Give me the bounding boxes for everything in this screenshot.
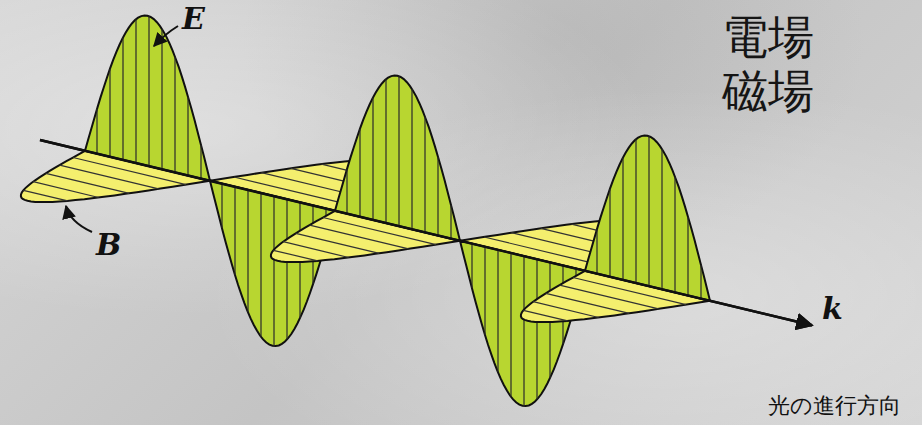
- electric-hatch: [148, 16, 149, 166]
- heading-text: 磁場: [722, 66, 814, 117]
- electric-hatch: [96, 109, 97, 154]
- electric-hatch: [450, 205, 451, 239]
- electric-hatch: [260, 193, 261, 337]
- electric-hatch: [648, 136, 649, 286]
- electric-hatch: [161, 29, 162, 169]
- electric-hatch: [635, 139, 636, 283]
- electric-hatch: [536, 259, 537, 399]
- electric-hatch: [471, 244, 472, 289]
- field-symbol: E: [182, 2, 205, 35]
- electric-hatch: [109, 69, 110, 157]
- electric-hatch: [273, 196, 274, 346]
- electric-hatch: [247, 190, 248, 313]
- wavevector-symbol: k: [822, 292, 843, 325]
- electric-hatch: [411, 89, 412, 229]
- propagation-axis: [40, 140, 812, 325]
- electric-hatch: [437, 157, 438, 236]
- electric-hatch: [674, 177, 675, 293]
- electric-hatch: [510, 253, 511, 397]
- electric-hatch: [622, 158, 623, 280]
- electric-hatch: [187, 97, 188, 176]
- magnetic-hatch: [523, 310, 567, 321]
- magnetic-hatch: [310, 225, 409, 249]
- e-leader-arrow: [154, 26, 178, 46]
- electric-hatch: [234, 187, 235, 275]
- electric-hatch: [359, 129, 360, 217]
- electric-hatch: [135, 19, 136, 163]
- electric-hatch: [200, 145, 201, 179]
- electric-hatch: [609, 189, 610, 277]
- heading-text: 電場: [722, 12, 814, 63]
- magnetic-hatch: [60, 165, 159, 189]
- electric-hatch: [385, 79, 386, 223]
- electric-hatch: [484, 247, 485, 335]
- magnetic-hatch: [46, 173, 129, 193]
- electric-hatch: [523, 256, 524, 406]
- electric-hatch: [424, 117, 425, 233]
- electric-hatch: [221, 184, 222, 229]
- magnetic-hatch: [296, 233, 379, 253]
- electric-hatch: [372, 98, 373, 220]
- magnetic-hatch: [273, 250, 317, 260]
- magnetic-hatch: [546, 293, 629, 313]
- electric-hatch: [398, 76, 399, 226]
- electric-hatch: [596, 229, 597, 274]
- magnetic-hatch: [23, 190, 67, 201]
- electric-hatch: [122, 38, 123, 160]
- electric-hatch: [174, 57, 175, 173]
- electric-hatch: [346, 169, 347, 214]
- electric-hatch: [700, 265, 701, 299]
- b-leader-arrow: [66, 206, 92, 232]
- electric-hatch: [661, 149, 662, 289]
- electric-hatch: [286, 199, 287, 339]
- electric-hatch: [687, 217, 688, 296]
- axis-label: 光の進行方向: [768, 394, 901, 418]
- magnetic-hatch: [560, 285, 659, 309]
- field-symbol: B: [96, 228, 121, 261]
- electric-hatch: [497, 250, 498, 373]
